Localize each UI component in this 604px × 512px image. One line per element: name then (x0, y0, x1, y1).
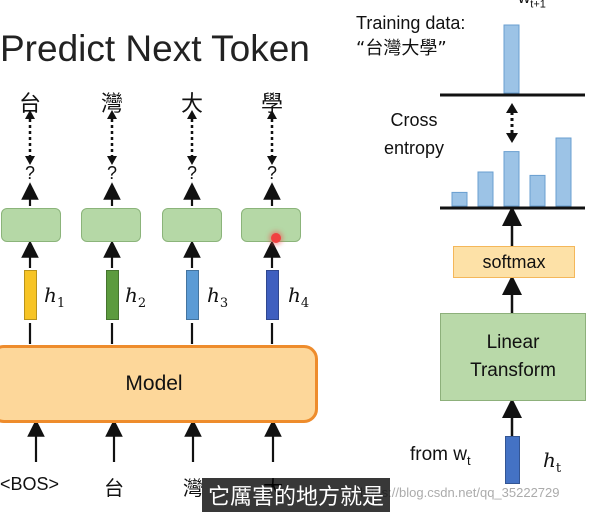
from-wt-label: from wt (410, 444, 471, 468)
watermark: https://blog.csdn.net/qq_35222729 (360, 485, 560, 500)
output-char-3: 大 (180, 92, 203, 117)
prediction-placeholder-1: ? (24, 163, 35, 183)
prob-bar-2 (477, 171, 494, 207)
hidden-vector-4 (266, 270, 279, 320)
hidden-vector-2 (106, 270, 119, 320)
slide-title: Predict Next Token (0, 28, 310, 69)
output-char-2: 灣 (100, 92, 123, 117)
hidden-label-2: h2 (125, 283, 147, 311)
output-char-4: 學 (260, 92, 283, 117)
model-label: Model (125, 372, 183, 395)
softmax-label: softmax (482, 251, 546, 272)
pointer-highlight (271, 233, 281, 243)
prediction-placeholder-4: ? (266, 163, 277, 183)
output-layer-box-3 (162, 208, 222, 242)
cross-entropy-label: Cross entropy (384, 110, 445, 158)
prediction-placeholder-3: ? (186, 163, 197, 183)
ht-label: ht (543, 448, 562, 476)
softmax-block: softmax (453, 246, 575, 278)
input-token-2: 台 (104, 476, 124, 500)
hidden-label-4: h4 (288, 283, 310, 311)
output-layer-box-1 (1, 208, 61, 242)
input-token-3: 灣 (183, 476, 203, 500)
output-distribution-bars (451, 137, 572, 207)
target-bar-3 (503, 24, 520, 94)
output-layer-box-2 (81, 208, 141, 242)
prob-bar-4 (529, 174, 546, 207)
training-data-text: Training data: “台灣大學” (356, 10, 465, 62)
prediction-placeholder-2: ? (106, 163, 117, 183)
hidden-label-3: h3 (207, 283, 229, 311)
training-data-value: “台灣大學” (356, 38, 447, 59)
model-block: Model (0, 345, 318, 423)
target-label: wt+1 (518, 0, 546, 11)
prob-bar-5 (555, 137, 572, 207)
prob-bar-1 (451, 191, 468, 207)
target-distribution-bars (503, 24, 520, 94)
ht-vector (505, 436, 520, 484)
training-data-label: Training data: (356, 13, 466, 33)
output-char-1: 台 (18, 92, 41, 117)
hidden-label-1: h1 (44, 283, 66, 311)
video-subtitle: 它厲害的地方就是 (202, 478, 391, 512)
linear-transform-block: Linear Transform (440, 313, 586, 401)
input-token-1: <BOS> (0, 474, 60, 494)
prob-bar-3 (503, 151, 520, 207)
hidden-vector-1 (24, 270, 37, 320)
hidden-vector-3 (186, 270, 199, 320)
